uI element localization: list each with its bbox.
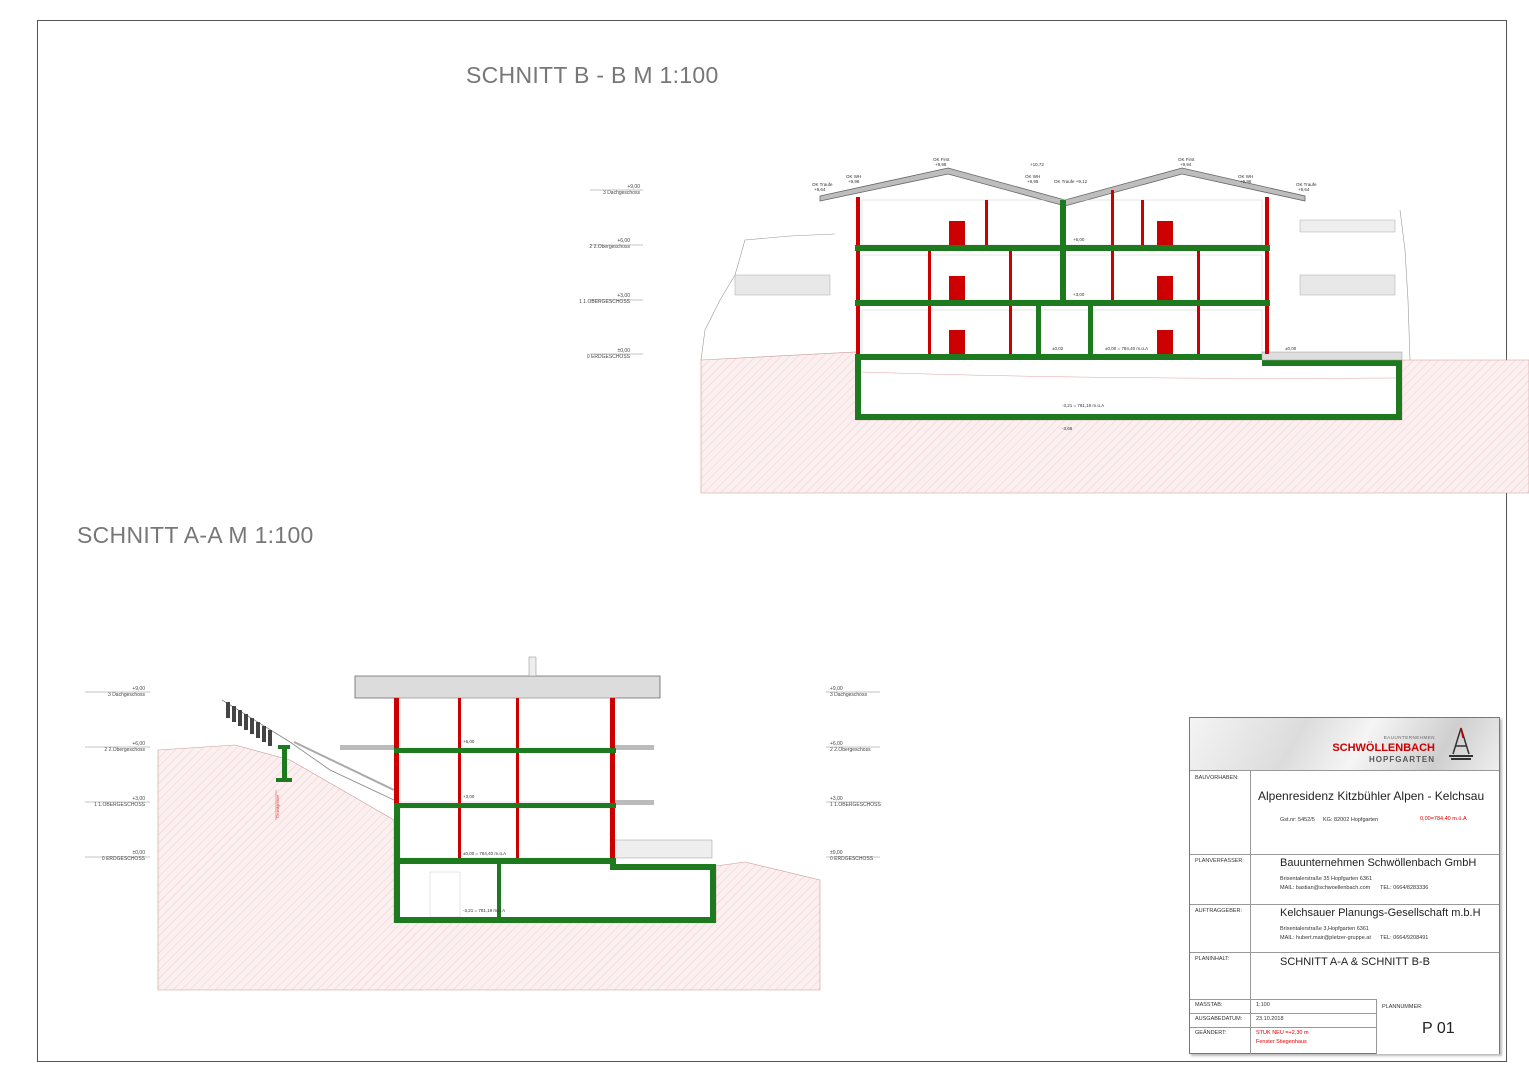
label-bauvorhaben: BAUVORHABEN: (1195, 775, 1239, 781)
logo-emblem-icon (1449, 727, 1473, 760)
gst-number: Gst.nr: 5452/5 (1280, 817, 1315, 823)
anno-ok-wh-mid: OK WH (1025, 174, 1040, 179)
row-bauvorhaben: BAUVORHABEN: Alpenresidenz Kitzbühler Al… (1190, 771, 1499, 855)
anno-val: +9,98 (848, 179, 860, 184)
plannummer-box: PLANNUMMER: P 01 (1377, 999, 1499, 1054)
row-auftraggeber: AUFTRAGGEBER: Kelchsauer Planungs-Gesell… (1190, 904, 1499, 953)
row-planverfasser: PLANVERFASSER: Bauunternehmen Schwöllenb… (1190, 854, 1499, 905)
anno-val: +9,64 (1298, 187, 1310, 192)
anno-aa-floor-6: +6,00 (463, 739, 475, 744)
label-masstab: MASSTAB: (1195, 1002, 1223, 1008)
anno-val: +9,96 (1240, 179, 1252, 184)
label-auftraggeber: AUFTRAGGEBER: (1195, 908, 1243, 914)
label-planinhalt: PLANINHALT: (1195, 956, 1230, 962)
roof-aa (354, 675, 661, 699)
planverfasser-mail: MAIL: bastian@schwoellenbach.com (1280, 885, 1371, 891)
title-block: BAUUNTERNEHMEN SCHWÖLLENBACH HOPFGARTEN … (1189, 717, 1500, 1054)
geaendert-line-1: STUK NEU =+2,30 m (1256, 1030, 1309, 1036)
auftraggeber-name: Kelchsauer Planungs-Gesellschaft m.b.H (1280, 907, 1481, 919)
sheet-border (37, 20, 1507, 1062)
section-aa-drawing: Grundgrenze (85, 656, 880, 991)
planverfasser-name: Bauunternehmen Schwöllenbach GmbH (1280, 857, 1477, 869)
row-geaendert: GEÄNDERT: STUK NEU =+2,30 m Fenster Stie… (1190, 1027, 1376, 1053)
section-bb-drawing: OK Traufe +9,64 OK WH +9,98 OK First +9,… (590, 157, 1529, 494)
row-planinhalt: PLANINHALT: SCHNITT A-A & SCHNITT B-B (1190, 952, 1499, 1000)
anno-ok-traufe-right: OK Traufe (1296, 182, 1317, 187)
roof-bb (819, 167, 1306, 207)
anno-val: +9,94 (1180, 162, 1192, 167)
auftraggeber-address: Brixentalerstraße 3,Hopfgarten 6361 (1280, 926, 1369, 932)
geaendert-line-2: Fenster Stiegenhaus (1256, 1039, 1307, 1045)
ausgabedatum-value: 23.10.2018 (1256, 1016, 1284, 1022)
planverfasser-tel: TEL: 0664/8283336 (1380, 885, 1429, 891)
anno-val: +9,98 (935, 162, 947, 167)
masstab-value: 1:100 (1256, 1002, 1270, 1008)
anno-floor-0-right: ±0,00 (1285, 346, 1297, 351)
anno-bottom: -3,66 (1062, 426, 1073, 431)
divider (1250, 999, 1251, 1054)
anno-basement: -3,21 = 781,19 m.ü.A (1062, 403, 1104, 408)
section-aa-title: SCHNITT A-A M 1:100 (77, 522, 314, 548)
label-planverfasser: PLANVERFASSER: (1195, 858, 1244, 864)
auftraggeber-tel: TEL: 0664/9208491 (1380, 935, 1429, 941)
planinhalt-value: SCHNITT A-A & SCHNITT B-B (1280, 956, 1430, 968)
anno-ok-traufe-left: OK Traufe (812, 182, 833, 187)
anno-aa-basement: -3,21 = 781,19 m.ü.A (463, 908, 505, 913)
anno-aa-floor-3: +3,00 (463, 794, 475, 799)
anno-grundgrenze: Grundgrenze (275, 794, 280, 818)
divider (1376, 999, 1377, 1054)
anno-ok-first-left: OK First (933, 157, 950, 162)
label-geaendert: GEÄNDERT: (1195, 1030, 1227, 1036)
anno-floor-002: ±0,02 (1052, 346, 1064, 351)
kg-number: KG: 82002 Hopfgarten (1323, 817, 1379, 823)
anno-ok-wh-right: OK WH (1238, 174, 1253, 179)
anno-ok-wh-left: OK WH (846, 174, 861, 179)
label-plannummer: PLANNUMMER: (1382, 1004, 1423, 1010)
section-bb-title: SCHNITT B - B M 1:100 (466, 62, 719, 88)
plannummer-value: P 01 (1422, 1020, 1455, 1037)
anno-ok-first-right: OK First (1178, 157, 1195, 162)
project-name: Alpenresidenz Kitzbühler Alpen - Kelchsa… (1258, 789, 1485, 803)
anno-floor-0: ±0,00 = 784,40 m.ü.A (1105, 346, 1148, 351)
row-masstab: MASSTAB: 1:100 (1190, 999, 1499, 1014)
anno-val: +9,95 (1027, 179, 1039, 184)
anno-ok-traufe-mid: OK Traufe +9,12 (1054, 179, 1088, 184)
anno-ridge-mid: +10,72 (1030, 162, 1044, 167)
anno-aa-floor-0: ±0,00 = 784,40 m.ü.A (463, 851, 506, 856)
divider (1250, 771, 1251, 999)
logo-small-text: BAUUNTERNEHMEN (1383, 735, 1435, 740)
terrain-aa (157, 744, 821, 991)
planverfasser-address: Brixentalerstraße 35 Hopfgarten 6361 (1280, 876, 1373, 882)
anno-floor-3: +3,00 (1073, 292, 1085, 297)
company-logo: BAUUNTERNEHMEN SCHWÖLLENBACH HOPFGARTEN (1190, 718, 1499, 771)
auftraggeber-mail: MAIL: hubert.mair@pletzer-gruppe.at (1280, 935, 1371, 941)
label-ausgabedatum: AUSGABEDATUM: (1195, 1016, 1243, 1022)
logo-company-name: SCHWÖLLENBACH (1332, 742, 1435, 754)
logo-location: HOPFGARTEN (1369, 755, 1435, 764)
height-reference: 0,00=784,40 m.ü.A (1420, 816, 1467, 822)
row-ausgabedatum: AUSGABEDATUM: 23.10.2018 (1190, 1013, 1499, 1028)
anno-floor-6: +6,00 (1073, 237, 1085, 242)
terrain-bb (700, 351, 1529, 494)
anno-val: +9,64 (814, 187, 826, 192)
